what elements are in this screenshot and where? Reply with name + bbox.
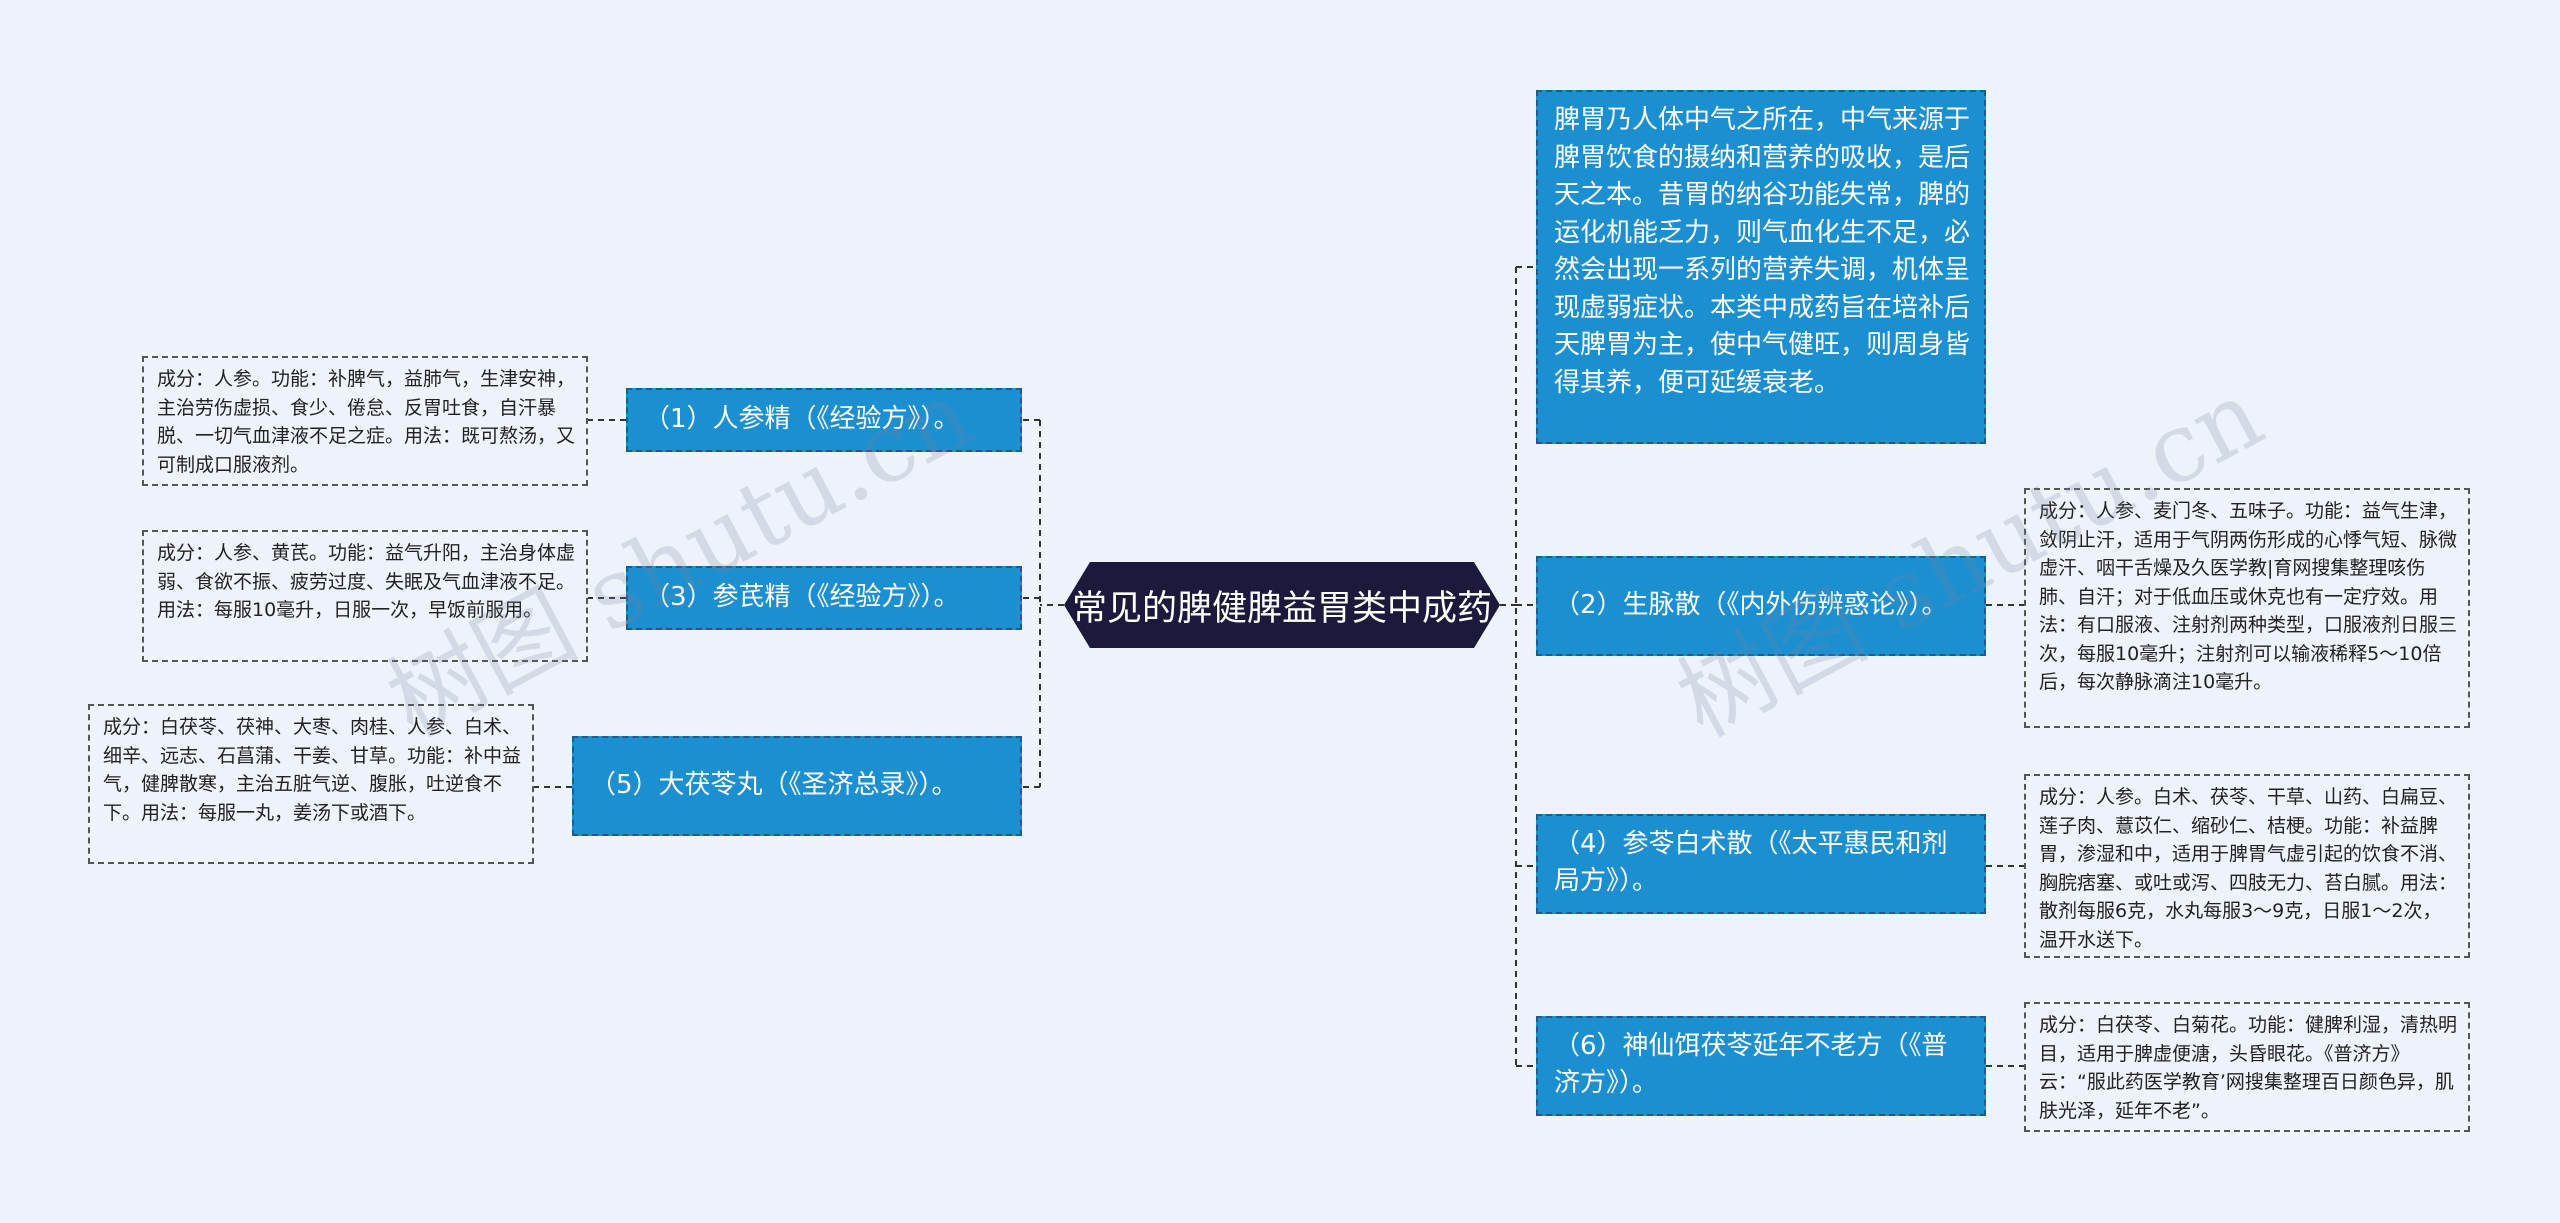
intro-text: 脾胃乃人体中气之所在，中气来源于脾胃饮食的摄纳和营养的吸收，是后天之本。昔胃的纳… [1554, 105, 1971, 398]
branch-4-detail[interactable]: 成分：人参。白术、茯苓、干草、山药、白扁豆、莲子肉、薏苡仁、缩砂仁、桔梗。功能：… [2024, 774, 2470, 958]
branch-5-title: （5）大茯苓丸（《圣济总录》）。 [590, 769, 958, 800]
branch-1-detail-text: 成分：人参。功能：补脾气，益肺气，生津安神，主治劳伤虚损、食少、倦怠、反胃吐食，… [157, 368, 576, 476]
branch-1-detail[interactable]: 成分：人参。功能：补脾气，益肺气，生津安神，主治劳伤虚损、食少、倦怠、反胃吐食，… [142, 356, 588, 486]
root-title: 常见的脾健脾益胃类中成药 [1071, 588, 1492, 629]
branch-1-node[interactable]: （1）人参精（《经验方》）。 [626, 388, 1022, 452]
branch-3-node[interactable]: （3）参芪精（《经验方》）。 [626, 566, 1022, 630]
branch-6-node[interactable]: （6）神仙饵茯苓延年不老方（《普济方》）。 [1536, 1016, 1986, 1116]
branch-6-detail-text: 成分：白茯苓、白菊花。功能：健脾利湿，清热明目，适用于脾虚便溏，头昏眼花。《普济… [2039, 1014, 2458, 1122]
branch-4-detail-text: 成分：人参。白术、茯苓、干草、山药、白扁豆、莲子肉、薏苡仁、缩砂仁、桔梗。功能：… [2039, 786, 2458, 951]
branch-3-detail-text: 成分：人参、黄芪。功能：益气升阳，主治身体虚弱、食欲不振、疲劳过度、失眠及气血津… [157, 542, 576, 621]
branch-2-node[interactable]: （2）生脉散（《内外伤辨惑论》）。 [1536, 556, 1986, 656]
intro-node[interactable]: 脾胃乃人体中气之所在，中气来源于脾胃饮食的摄纳和营养的吸收，是后天之本。昔胃的纳… [1536, 90, 1986, 444]
branch-5-node[interactable]: （5）大茯苓丸（《圣济总录》）。 [572, 736, 1022, 836]
branch-5-detail[interactable]: 成分：白茯苓、茯神、大枣、肉桂、人参、白术、细辛、远志、石菖蒲、干姜、甘草。功能… [88, 704, 534, 864]
branch-6-title: （6）神仙饵茯苓延年不老方（《普济方》）。 [1554, 1031, 1948, 1098]
branch-2-title: （2）生脉散（《内外伤辨惑论》）。 [1554, 589, 1948, 620]
root-topic[interactable]: 常见的脾健脾益胃类中成药 [1064, 562, 1500, 648]
branch-3-title: （3）参芪精（《经验方》）。 [644, 581, 960, 612]
branch-4-title: （4）参苓白术散（《太平惠民和剂局方》）。 [1554, 829, 1948, 896]
branch-5-detail-text: 成分：白茯苓、茯神、大枣、肉桂、人参、白术、细辛、远志、石菖蒲、干姜、甘草。功能… [103, 716, 522, 824]
branch-2-detail-text: 成分：人参、麦门冬、五味子。功能：益气生津，敛阴止汗，适用于气阴两伤形成的心悸气… [2039, 500, 2458, 693]
branch-3-detail[interactable]: 成分：人参、黄芪。功能：益气升阳，主治身体虚弱、食欲不振、疲劳过度、失眠及气血津… [142, 530, 588, 662]
branch-1-title: （1）人参精（《经验方》）。 [644, 403, 960, 434]
branch-4-node[interactable]: （4）参苓白术散（《太平惠民和剂局方》）。 [1536, 814, 1986, 914]
branch-2-detail[interactable]: 成分：人参、麦门冬、五味子。功能：益气生津，敛阴止汗，适用于气阴两伤形成的心悸气… [2024, 488, 2470, 728]
branch-6-detail[interactable]: 成分：白茯苓、白菊花。功能：健脾利湿，清热明目，适用于脾虚便溏，头昏眼花。《普济… [2024, 1002, 2470, 1132]
